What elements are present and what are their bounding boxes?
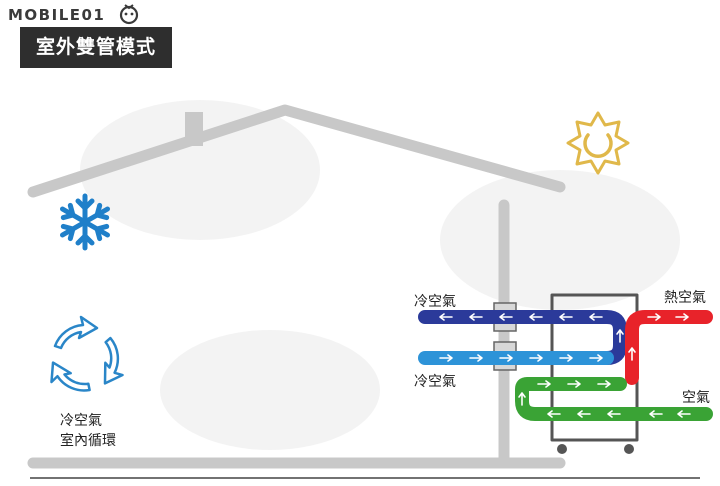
label-cool-air-bottom: 冷空氣 bbox=[414, 374, 456, 390]
recycle-icon bbox=[42, 315, 137, 406]
wheel-right bbox=[624, 444, 634, 454]
wheel-left bbox=[557, 444, 567, 454]
sun-icon bbox=[566, 111, 630, 175]
duct-air-intake bbox=[515, 377, 713, 421]
duct-cool-air-bottom bbox=[418, 351, 614, 365]
label-hot-air: 熱空氣 bbox=[664, 290, 706, 306]
duct-hot-air bbox=[625, 310, 713, 385]
label-indoor-line1: 冷空氣 bbox=[60, 413, 102, 429]
snowflake-icon bbox=[59, 193, 111, 248]
label-cool-air-top: 冷空氣 bbox=[414, 294, 456, 310]
brand-logo: MOBILE01 bbox=[8, 6, 106, 24]
logo-face-icon bbox=[119, 4, 139, 25]
page-title: 室外雙管模式 bbox=[20, 27, 173, 68]
label-air: 空氣 bbox=[682, 390, 710, 406]
chimney bbox=[185, 112, 203, 146]
label-indoor-line2: 室內循環 bbox=[60, 433, 116, 449]
duct-cool-air-top bbox=[418, 310, 627, 365]
